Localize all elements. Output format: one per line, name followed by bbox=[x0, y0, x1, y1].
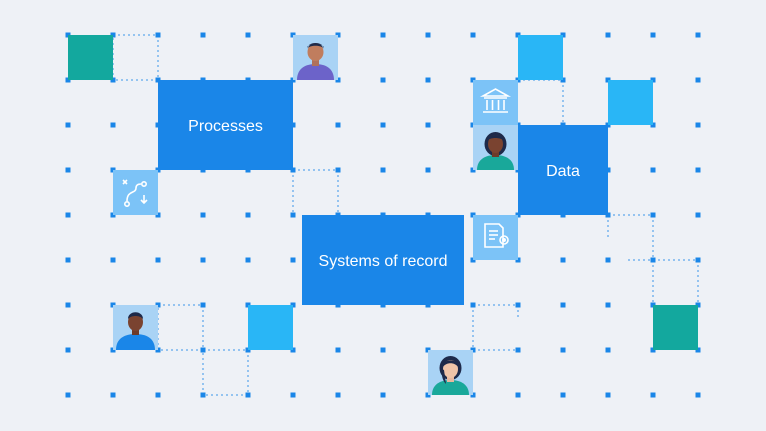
document-gear-icon bbox=[473, 215, 518, 260]
grid-dot bbox=[695, 167, 701, 173]
grid-dot bbox=[65, 122, 71, 128]
grid-dot bbox=[290, 392, 296, 398]
grid-dot bbox=[110, 257, 116, 263]
grid-dot bbox=[470, 32, 476, 38]
grid-dot bbox=[695, 77, 701, 83]
grid-dot bbox=[245, 212, 251, 218]
grid-dot bbox=[470, 302, 476, 308]
grid-dot bbox=[155, 392, 161, 398]
grid-dot bbox=[560, 392, 566, 398]
grid-dot bbox=[155, 257, 161, 263]
grid-dot bbox=[380, 167, 386, 173]
grid-dot bbox=[560, 302, 566, 308]
grid-dot bbox=[290, 212, 296, 218]
grid-dot bbox=[695, 32, 701, 38]
grid-dot bbox=[425, 167, 431, 173]
grid-dot bbox=[650, 212, 656, 218]
grid-dot bbox=[65, 302, 71, 308]
grid-dot bbox=[380, 347, 386, 353]
grid-dot bbox=[650, 32, 656, 38]
grid-dot bbox=[200, 32, 206, 38]
avatar-man-bottom-left bbox=[113, 305, 158, 350]
grid-dot bbox=[200, 302, 206, 308]
grid-dot bbox=[335, 392, 341, 398]
processes-box: Processes bbox=[158, 80, 293, 170]
grid-dot bbox=[650, 167, 656, 173]
grid-dot bbox=[245, 257, 251, 263]
grid-dot bbox=[515, 302, 521, 308]
bank-icon bbox=[473, 80, 518, 125]
grid-dot bbox=[650, 392, 656, 398]
grid-dot bbox=[605, 347, 611, 353]
grid-dot bbox=[245, 32, 251, 38]
light-blue-square-bottom bbox=[248, 305, 293, 350]
grid-dot bbox=[200, 347, 206, 353]
grid-dot bbox=[380, 32, 386, 38]
grid-dot bbox=[65, 167, 71, 173]
grid-dot bbox=[425, 77, 431, 83]
grid-dot bbox=[560, 347, 566, 353]
grid-dot bbox=[560, 257, 566, 263]
grid-dot bbox=[425, 122, 431, 128]
grid-dot bbox=[695, 212, 701, 218]
light-blue-square-right bbox=[608, 80, 653, 125]
grid-dot bbox=[425, 32, 431, 38]
grid-dot bbox=[380, 392, 386, 398]
grid-dot bbox=[380, 122, 386, 128]
grid-dot bbox=[65, 212, 71, 218]
grid-dot bbox=[605, 392, 611, 398]
grid-dot bbox=[335, 122, 341, 128]
flow-icon bbox=[113, 170, 158, 215]
grid-dot bbox=[515, 392, 521, 398]
grid-dot bbox=[695, 122, 701, 128]
data-label: Data bbox=[546, 163, 580, 180]
avatar-man-top bbox=[293, 35, 338, 80]
grid-dot bbox=[650, 257, 656, 263]
grid-dot bbox=[335, 167, 341, 173]
systems-of-record-box: Systems of record bbox=[302, 215, 464, 305]
grid-dot bbox=[605, 257, 611, 263]
accent-squares bbox=[68, 35, 698, 350]
grid-dot bbox=[695, 392, 701, 398]
grid-dot bbox=[200, 212, 206, 218]
grid-dot bbox=[245, 392, 251, 398]
grid-dot bbox=[65, 392, 71, 398]
grid-dot bbox=[290, 257, 296, 263]
avatar-woman-middle bbox=[473, 125, 518, 170]
grid-dot bbox=[605, 32, 611, 38]
grid-dot bbox=[605, 302, 611, 308]
grid-dot bbox=[65, 257, 71, 263]
grid-dot bbox=[110, 392, 116, 398]
processes-label: Processes bbox=[188, 118, 263, 135]
systems-of-record-label: Systems of record bbox=[319, 253, 448, 270]
grid-dot bbox=[200, 392, 206, 398]
grid-dot bbox=[110, 122, 116, 128]
grid-dot bbox=[200, 257, 206, 263]
teal-square-bottom-right bbox=[653, 305, 698, 350]
grid-dot bbox=[335, 347, 341, 353]
teal-square-top-left bbox=[68, 35, 113, 80]
grid-dot bbox=[380, 77, 386, 83]
data-box: Data bbox=[518, 125, 608, 215]
grid-dot bbox=[515, 347, 521, 353]
avatar-woman-bottom bbox=[428, 350, 473, 395]
grid-dot bbox=[65, 347, 71, 353]
grid-dot bbox=[695, 257, 701, 263]
grid-dot bbox=[155, 32, 161, 38]
light-blue-square-top bbox=[518, 35, 563, 80]
